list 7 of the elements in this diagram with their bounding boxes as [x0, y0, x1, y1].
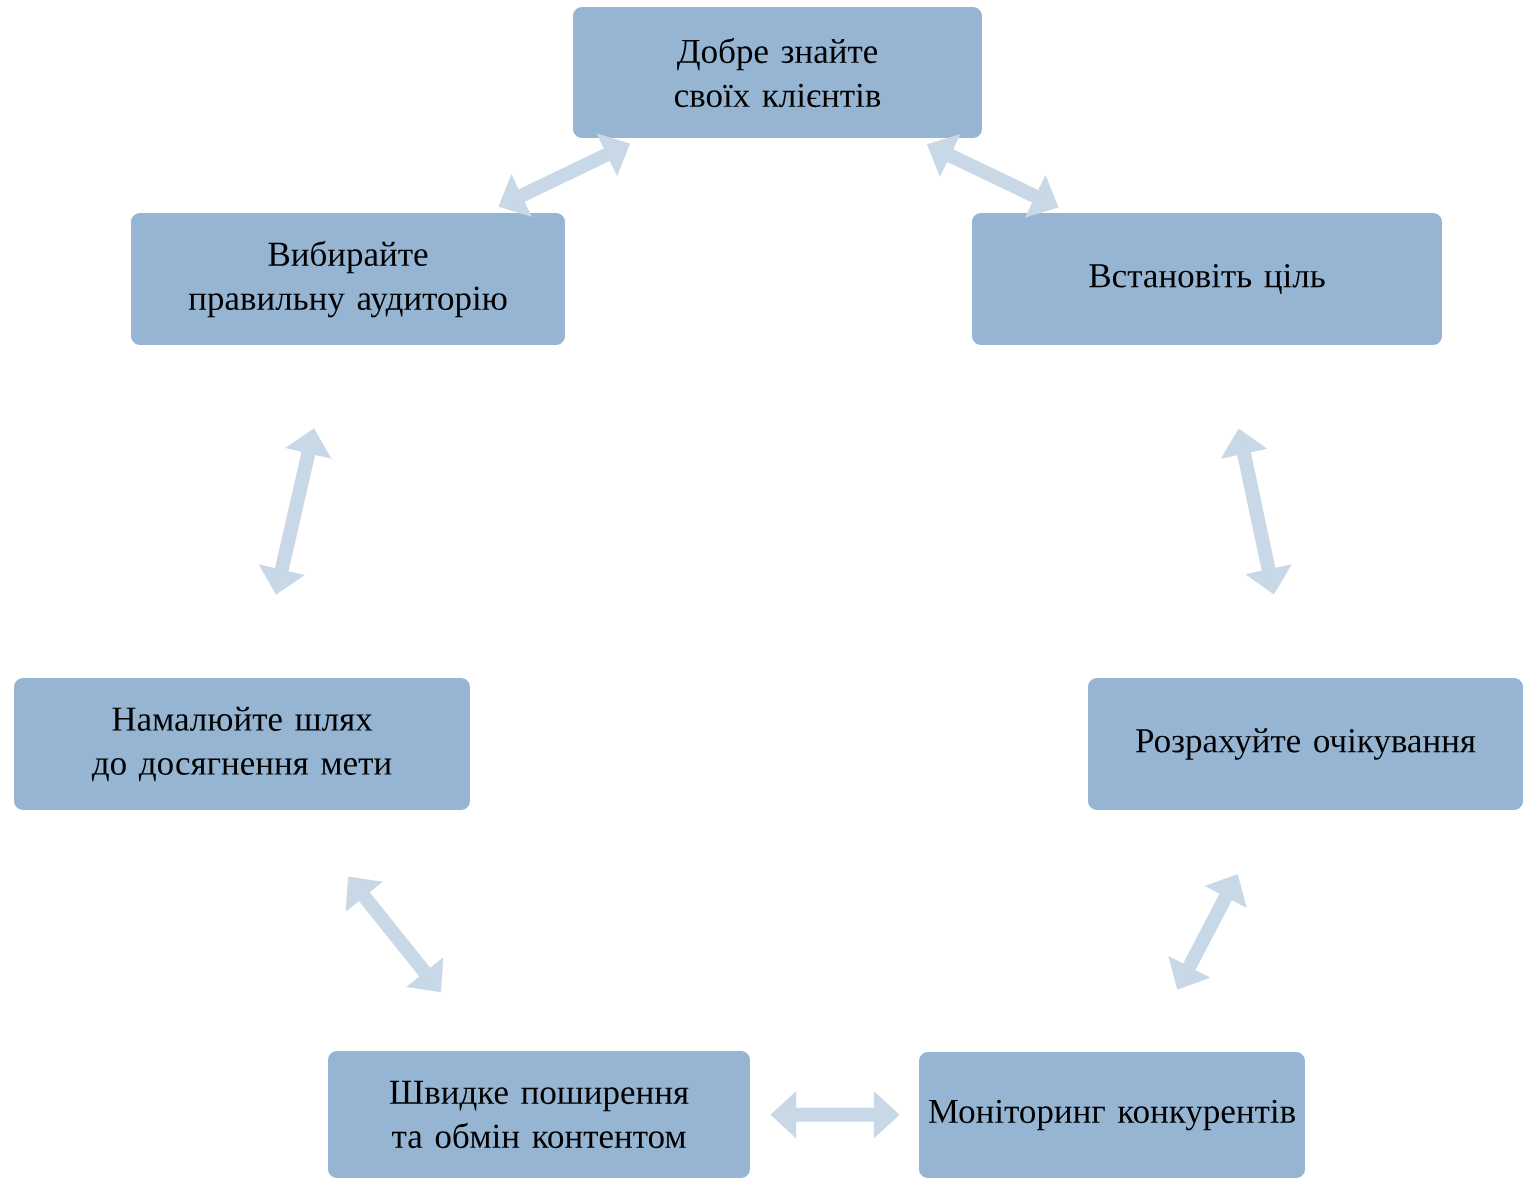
- process-box: Моніторинг конкурентів: [919, 1052, 1305, 1178]
- process-box: Розрахуйте очікування: [1088, 678, 1523, 810]
- process-box: Добре знайте своїх клієнтів: [573, 7, 982, 138]
- process-box: Встановіть ціль: [972, 213, 1442, 345]
- process-box: Вибирайте правильну аудиторію: [131, 213, 565, 345]
- process-box: Швидке поширення та обмін контентом: [328, 1051, 750, 1178]
- process-box: Намалюйте шлях до досягнення мети: [14, 678, 470, 810]
